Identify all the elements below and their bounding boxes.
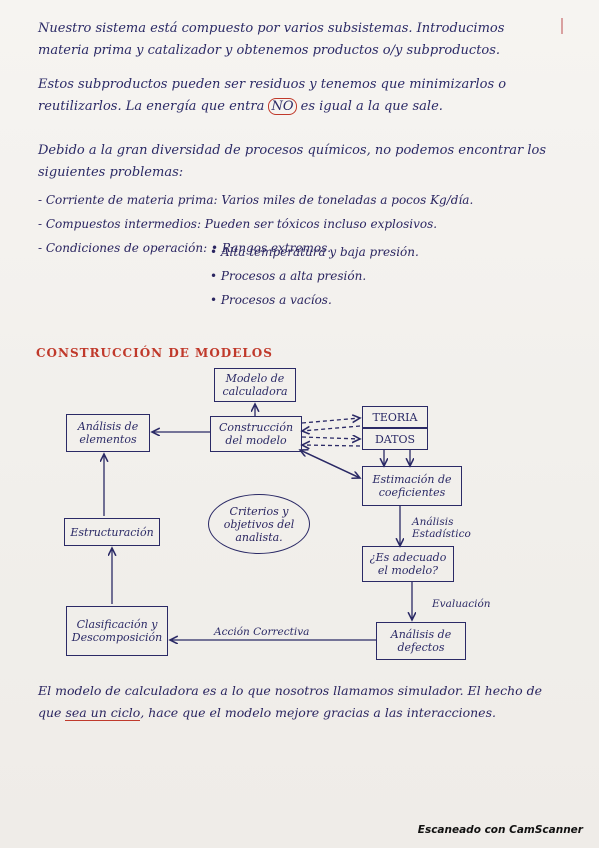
list-item: - Corriente de materia prima: Varios mil… [38,193,474,207]
paragraph-conclusion: El modelo de calculadora es a lo que nos… [38,680,568,724]
paragraph-problems: Debido a la gran diversidad de procesos … [38,143,547,180]
box-clasificacion: Clasificación y Descomposición [66,606,168,656]
text: Estos subproductos pueden ser residuos y… [38,77,507,114]
list-item: • Procesos a vacíos. [210,293,332,307]
box-adecuado: ¿Es adecuado el modelo? [362,546,454,582]
margin-mark [561,18,573,34]
box-teoria: TEORIA [362,406,428,428]
box-estimacion-coeficientes: Estimación de coeficientes [362,466,462,506]
label-evaluacion: Evaluación [432,598,491,610]
label-analisis-estadistico: Análisis Estadístico [412,516,471,540]
list-item: - Condiciones de operación: • Rangos ext… [38,241,332,255]
underlined-text: sea un ciclo [65,705,141,721]
box-analisis-elementos: Análisis de elementos [66,414,150,452]
paragraph-intro: Nuestro sistema está compuesto por vario… [38,21,505,58]
text: es igual a la que sale. [296,99,443,114]
box-datos: DATOS [362,428,428,450]
highlight-no: NO [268,98,297,115]
text: El modelo de calculadora es a lo que nos… [38,683,543,720]
camscanner-watermark: Escaneado con CamScanner [417,824,583,836]
paragraph-subproducts: Estos subproductos pueden ser residuos y… [38,74,558,118]
problem-list: - Corriente de materia prima: Varios mil… [38,188,568,260]
ellipse-criterios: Criterios y objetivos del analista. [208,494,310,554]
box-construccion-modelo: Construcción del modelo [210,416,302,452]
box-estructuracion: Estructuración [64,518,160,546]
list-item: • Alta temperatura y baja presión. [210,245,419,259]
operation-sublist: • Alta temperatura y baja presión. • Pro… [210,240,419,312]
box-modelo-calculadora: Modelo de calculadora [214,368,296,402]
section-heading: CONSTRUCCIÓN DE MODELOS [36,346,273,360]
box-analisis-defectos: Análisis de defectos [376,622,466,660]
list-item: • Procesos a alta presión. [210,269,367,283]
text: , hace que el modelo mejore gracias a la… [140,705,496,720]
label-accion-correctiva: Acción Correctiva [214,626,310,638]
list-item: - Compuestos intermedios: Pueden ser tóx… [38,217,438,231]
